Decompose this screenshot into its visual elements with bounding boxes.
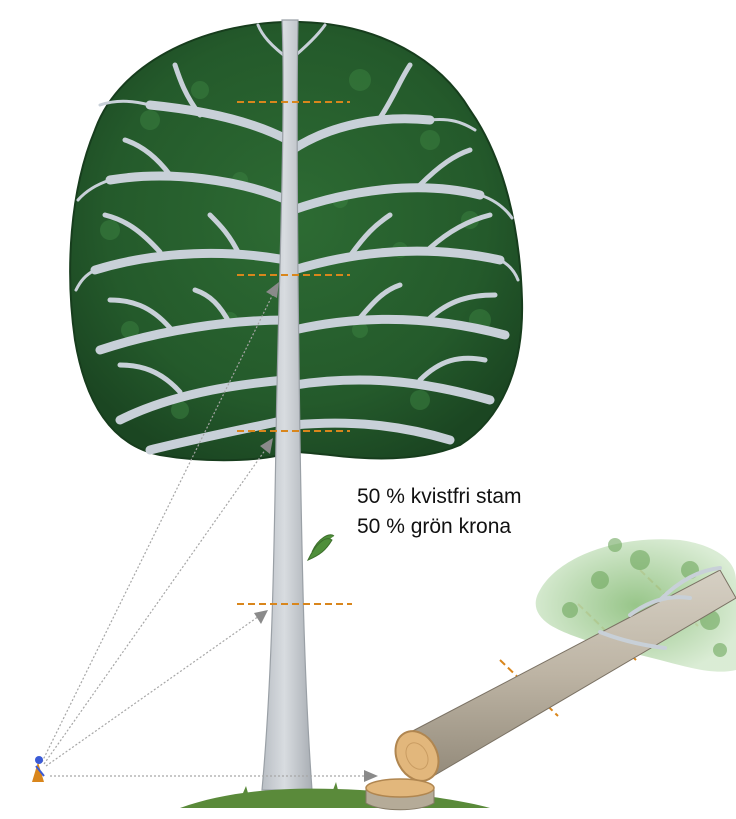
felled-tree-icon (366, 538, 736, 810)
caption-line-2: 50 % grön krona (357, 515, 511, 539)
caption-line-1: 50 % kvistfri stam (357, 485, 522, 509)
sight-line-mid (46, 614, 262, 766)
tree-stump-icon (366, 779, 434, 810)
arrowhead-mid (254, 610, 268, 624)
grass-base (180, 782, 490, 808)
sprout-leaves (308, 535, 334, 560)
arrowhead-ground (364, 770, 378, 782)
observer-figure-icon (32, 756, 44, 782)
sight-line-crown-base (44, 446, 268, 764)
standing-tree-icon (70, 20, 522, 808)
